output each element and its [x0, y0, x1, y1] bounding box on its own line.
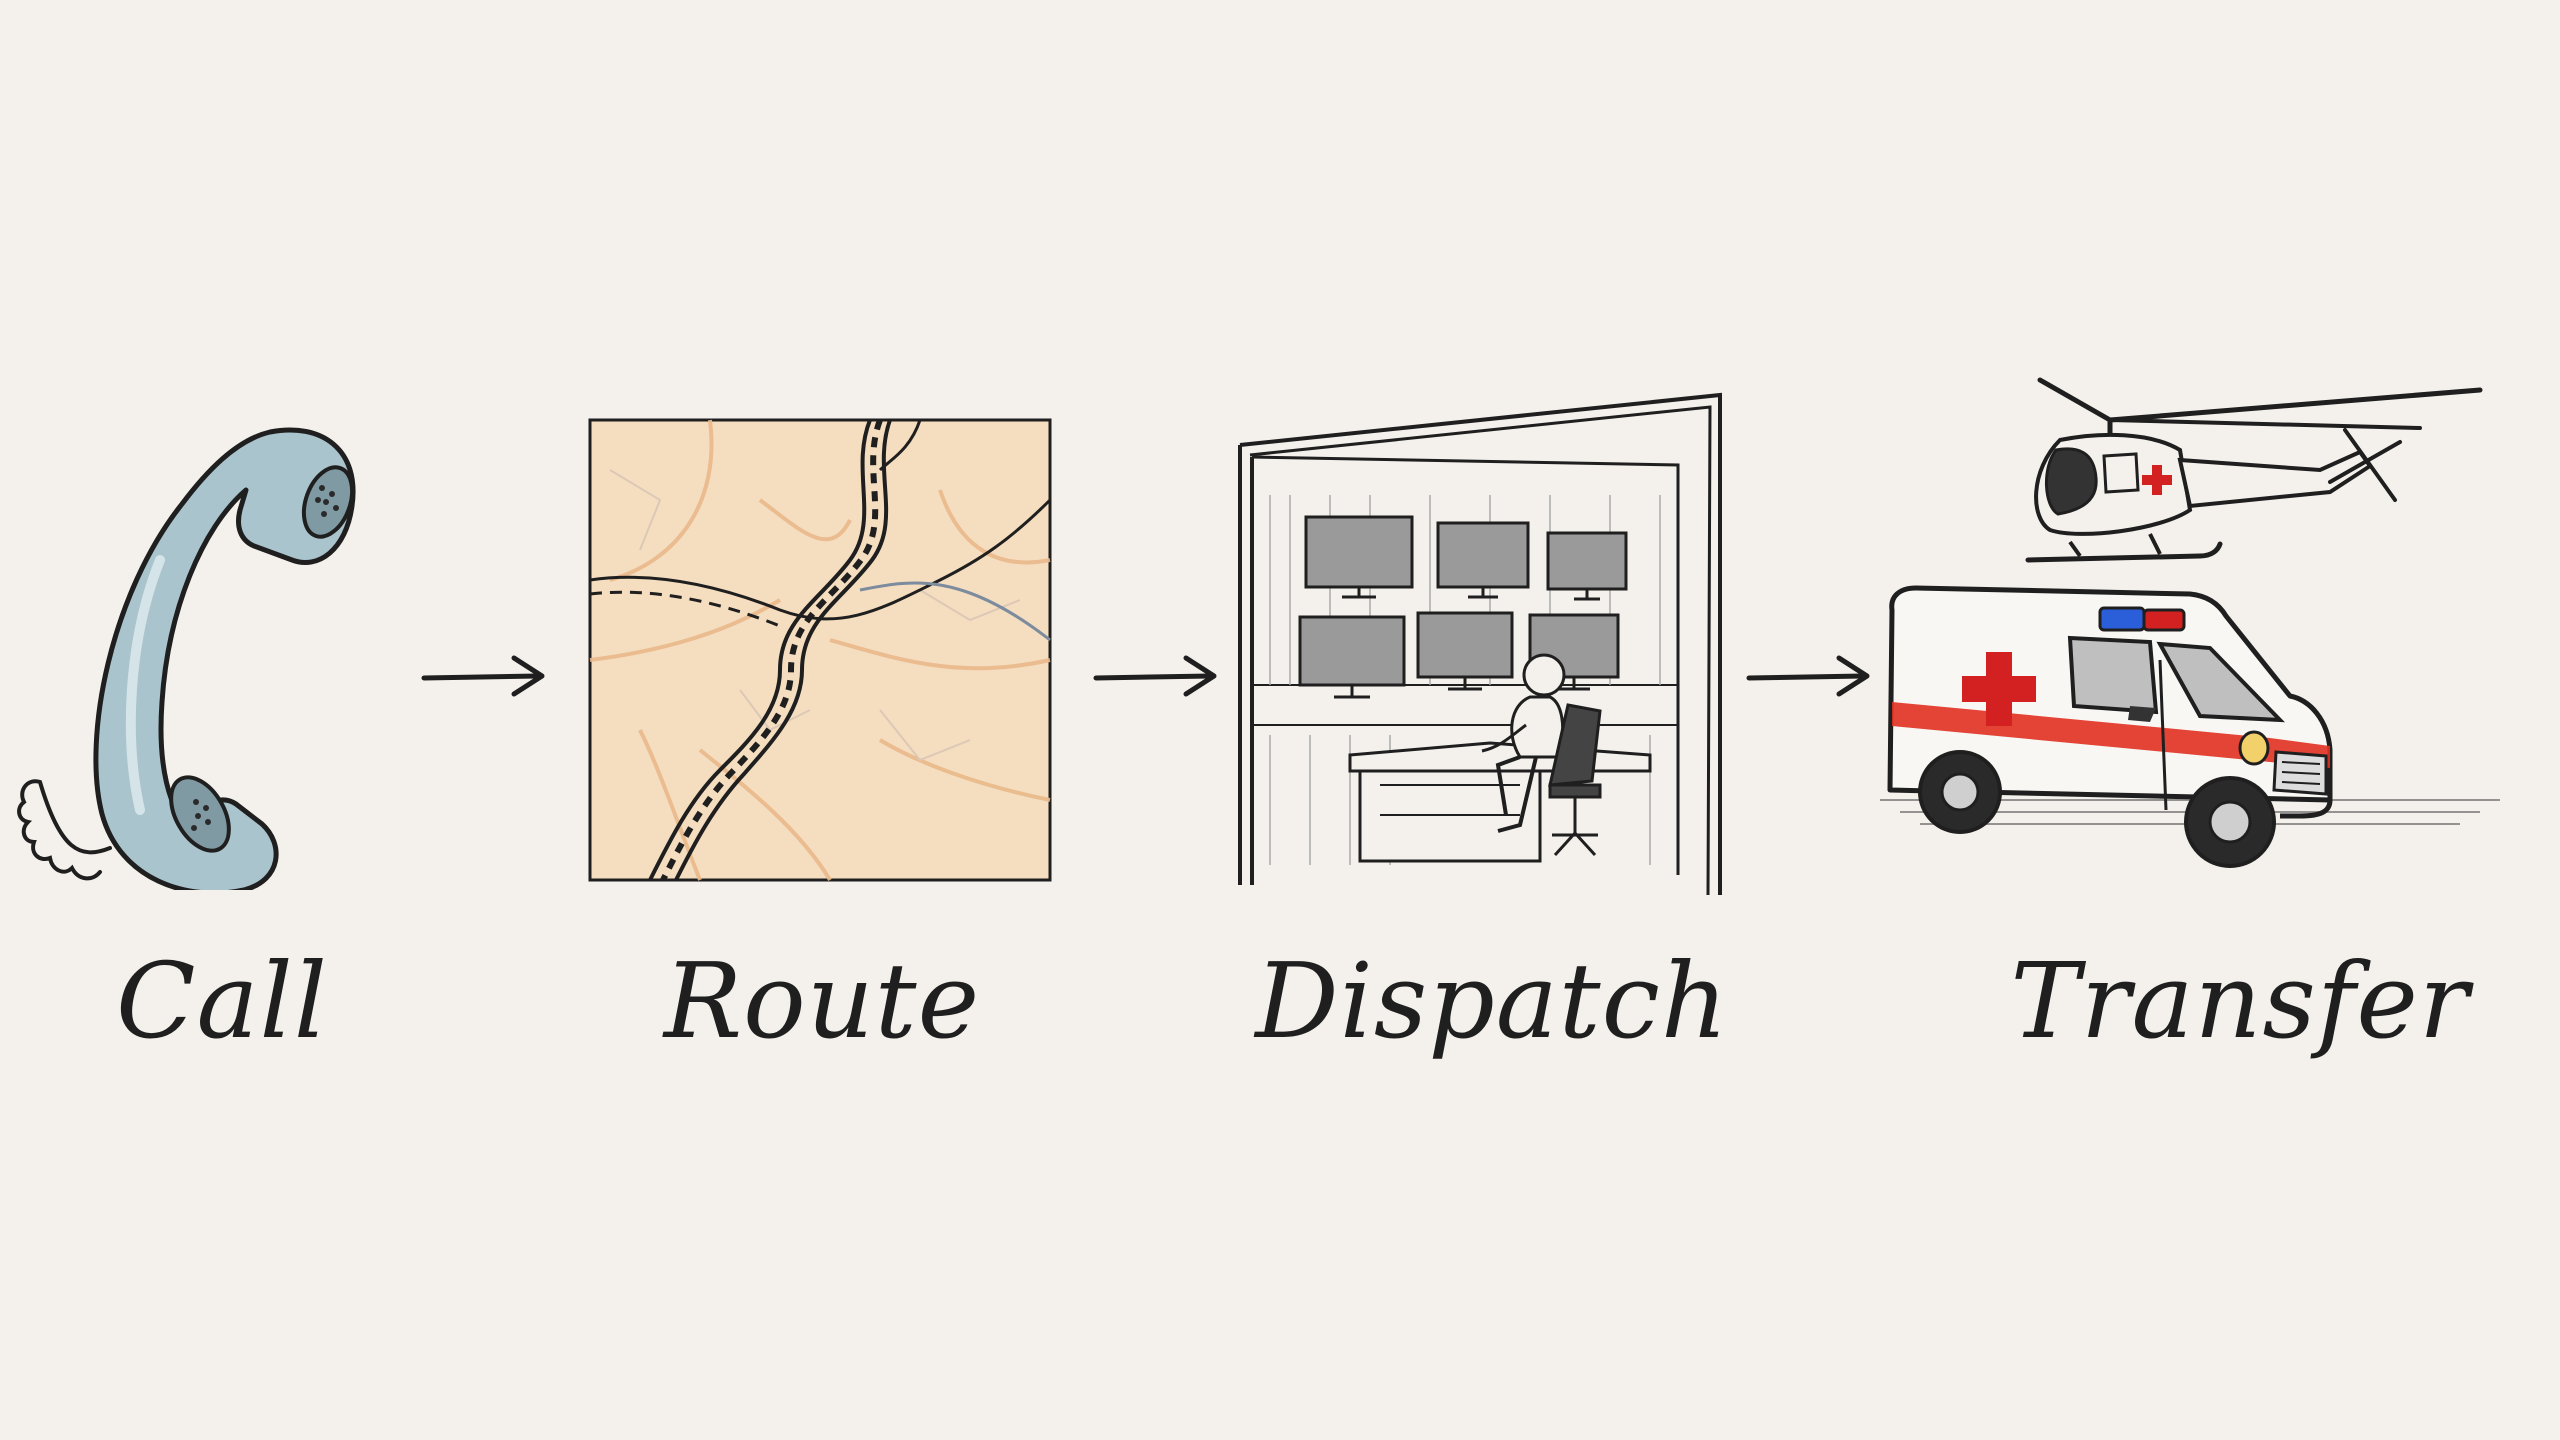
helicopter-icon: [2025, 377, 2483, 563]
arrow-right-icon: [421, 655, 545, 697]
arrow-right-icon: [1746, 655, 1870, 697]
telephone-handset-icon: [17, 427, 356, 890]
step-label-dispatch: Dispatch: [1255, 940, 1729, 1062]
step-label-call: Call: [115, 940, 329, 1062]
step-label-route: Route: [663, 940, 981, 1062]
arrow-right-icon: [1093, 655, 1217, 697]
ambulance-helicopter-icon: [1880, 377, 2500, 868]
route-map-icon: [588, 418, 1052, 882]
ambulance-icon: [1887, 585, 2333, 868]
step-label-transfer: Transfer: [2010, 940, 2470, 1062]
dispatch-center-icon: [1238, 392, 1722, 896]
